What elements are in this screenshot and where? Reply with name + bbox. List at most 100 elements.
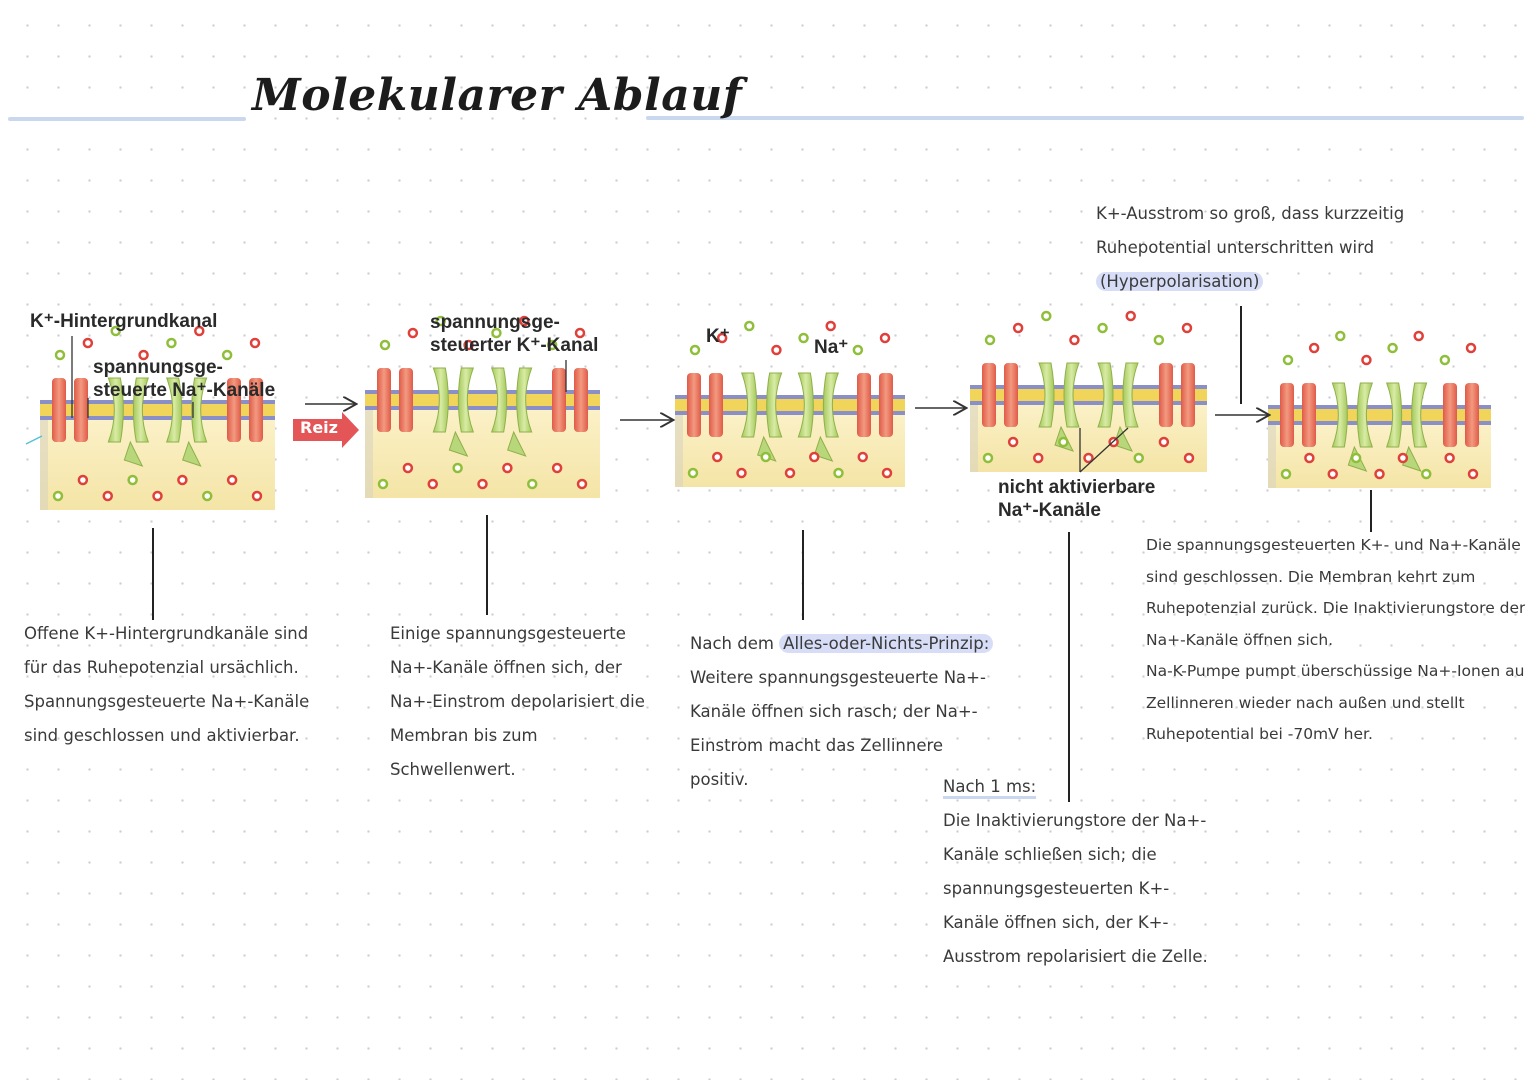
connector-step1 xyxy=(152,528,154,620)
ion xyxy=(54,349,66,361)
note-step5: Die spannungsgesteuerten K+- und Na+-Kan… xyxy=(1146,536,1525,743)
connector-step5 xyxy=(1370,490,1372,532)
ion xyxy=(982,452,994,464)
ion xyxy=(77,474,89,486)
panel-shade xyxy=(365,410,373,498)
k-channel-subunit xyxy=(982,363,996,427)
heading-after-1ms: Nach 1 ms: xyxy=(943,777,1037,799)
ion xyxy=(52,490,64,502)
ion xyxy=(798,332,809,344)
ion xyxy=(1327,468,1338,480)
k-channel-subunit xyxy=(552,368,566,432)
ion xyxy=(202,490,213,502)
na-channel-subunit xyxy=(132,377,150,443)
ion xyxy=(477,478,488,490)
ion xyxy=(1413,330,1424,342)
na-channel-subunit xyxy=(107,377,124,443)
membrane-band xyxy=(1268,421,1491,425)
na-channel-subunit xyxy=(191,377,208,443)
k-channel-subunit xyxy=(1181,363,1195,427)
k-channel-subunit xyxy=(52,378,66,442)
membrane-band xyxy=(970,385,1207,389)
panel-shade xyxy=(40,420,48,510)
membrane-band xyxy=(675,395,905,399)
ion xyxy=(502,462,513,474)
ion xyxy=(1083,452,1094,464)
na-channel-subunit xyxy=(740,372,758,438)
title-line-right xyxy=(646,116,1524,120)
note-hyperpolarisation: K+-Ausstrom so groß, dass kurzzeitig Ruh… xyxy=(1096,204,1405,291)
ion xyxy=(1097,322,1108,334)
note-step3: Nach dem Alles-oder-Nichts-Prinzip: Weit… xyxy=(690,627,994,797)
ion xyxy=(744,320,755,332)
na-channel-subunit xyxy=(516,367,533,433)
ion xyxy=(1374,468,1385,480)
membrane-band xyxy=(40,400,275,404)
ion xyxy=(825,320,836,332)
ion xyxy=(1467,468,1479,480)
na-channel-subunit xyxy=(1038,362,1055,428)
ion xyxy=(463,339,474,351)
ion xyxy=(177,474,188,486)
ion xyxy=(1153,334,1165,346)
k-channel-subunit xyxy=(1004,363,1018,427)
page-title: Molekularer Ablauf xyxy=(252,70,743,121)
ion xyxy=(379,339,391,351)
k-channel-subunit xyxy=(1443,383,1457,447)
ion xyxy=(879,332,891,344)
label-k-gated-channel: spannungsge- steuerter K⁺-Kanal xyxy=(430,312,599,356)
ion xyxy=(809,451,820,463)
ion xyxy=(110,325,121,337)
title-line-left xyxy=(8,117,246,121)
membrane-band xyxy=(675,399,905,411)
k-channel-subunit xyxy=(399,368,413,432)
pointer-na-inactive-1 xyxy=(1079,427,1129,473)
na-channel-subunit xyxy=(1411,382,1428,448)
membrane-band xyxy=(1268,409,1491,421)
panel-shade xyxy=(1268,425,1276,488)
cyan-tick xyxy=(25,435,43,445)
ion xyxy=(1041,310,1052,322)
ion xyxy=(427,478,438,490)
k-channel-subunit xyxy=(377,368,391,432)
k-channel-subunit xyxy=(574,368,588,432)
ion xyxy=(1397,452,1409,464)
membrane-panel-5 xyxy=(1268,330,1491,488)
ion xyxy=(1350,452,1362,464)
ion xyxy=(576,478,588,490)
membrane-panel-1 xyxy=(40,325,275,510)
membrane-band xyxy=(365,390,600,394)
na-channel-subunit xyxy=(457,367,475,433)
label-na-inactive-channels: nicht aktivierbare Na⁺-Kanäle xyxy=(998,477,1156,521)
na-channel-subunit xyxy=(165,377,183,443)
na-channel-subunit xyxy=(1331,382,1348,448)
na-channel-subunit xyxy=(822,372,840,438)
ion xyxy=(687,467,699,479)
ion xyxy=(519,315,530,327)
ion xyxy=(784,467,796,479)
ion xyxy=(435,315,446,327)
ion xyxy=(1069,334,1080,346)
note-step4: Nach 1 ms: Die Inaktivierungstore der Na… xyxy=(943,777,1208,966)
panel-shade xyxy=(675,415,683,487)
ion xyxy=(152,490,163,502)
panel-shade xyxy=(970,405,978,472)
k-channel-subunit xyxy=(857,373,871,437)
k-channel-subunit xyxy=(709,373,723,437)
k-channel-subunit xyxy=(1159,363,1173,427)
membrane-band xyxy=(365,394,600,406)
reiz-arrow xyxy=(293,412,359,448)
ion xyxy=(1033,452,1044,464)
ion xyxy=(546,339,558,351)
label-k-ion: K⁺ xyxy=(706,326,730,347)
ion xyxy=(82,337,94,349)
ion xyxy=(138,349,149,361)
ion xyxy=(712,451,723,463)
ion xyxy=(736,467,747,479)
membrane-band xyxy=(40,416,275,420)
ion xyxy=(1058,436,1069,448)
connector-step4 xyxy=(1068,532,1070,802)
k-channel-subunit xyxy=(227,378,241,442)
na-channel-subunit xyxy=(1097,362,1114,428)
